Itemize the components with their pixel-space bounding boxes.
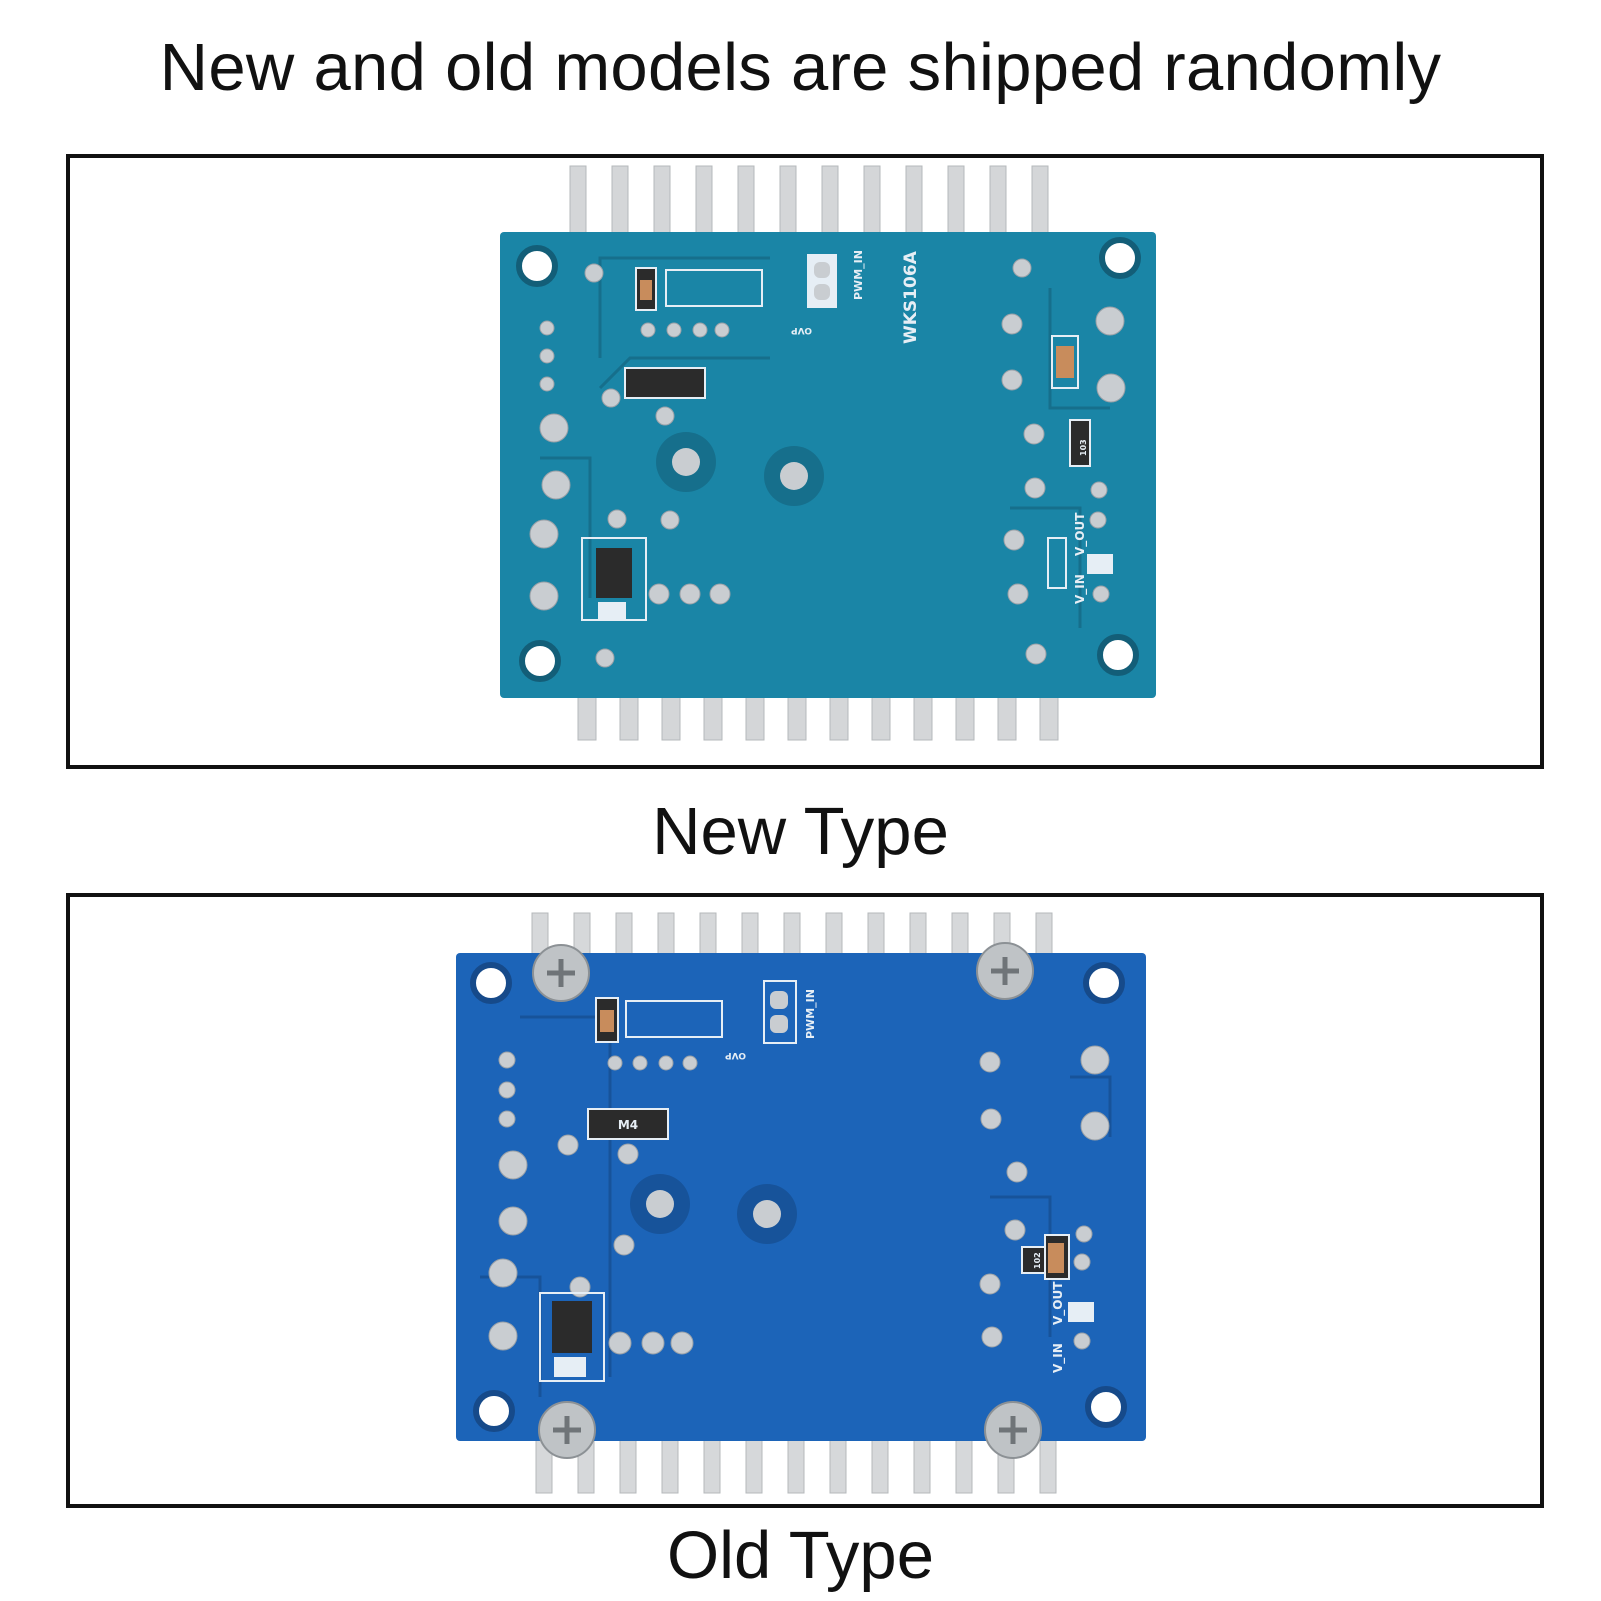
resistor-label: 102 <box>1033 1252 1042 1269</box>
new-type-caption: New Type <box>652 794 949 869</box>
pwm-label: PWM_IN <box>804 989 817 1039</box>
vout-label: V_OUT <box>1051 1281 1066 1325</box>
heatsink-fins-top <box>531 912 1053 964</box>
old-type-panel: M4 PWM_IN OVP V_IN V_OUT 102 <box>66 893 1544 1508</box>
pwm-label: PWM_IN <box>852 250 865 300</box>
new-type-board-image: WKS106A PWM_IN OVP V_IN V_OUT 103 <box>500 165 1156 741</box>
old-type-board-image: M4 PWM_IN OVP V_IN V_OUT 102 <box>456 912 1146 1494</box>
pcb <box>456 953 1146 1441</box>
resistor-label: 103 <box>1079 439 1088 456</box>
headline: New and old models are shipped randomly <box>159 30 1442 105</box>
heatsink-fins-bottom <box>535 1436 1057 1494</box>
vin-label: V_IN <box>1073 574 1088 604</box>
model-label: WKS106A <box>901 250 921 344</box>
screws <box>532 942 1042 1459</box>
heatsink-fins-top <box>569 165 1049 239</box>
vin-label: V_IN <box>1051 1343 1066 1373</box>
pcb <box>500 232 1156 698</box>
old-type-caption: Old Type <box>667 1518 934 1593</box>
new-type-panel: WKS106A PWM_IN OVP V_IN V_OUT 103 <box>66 154 1544 769</box>
heatsink-fins-bottom <box>577 687 1059 741</box>
ovp-label: OVP <box>791 325 812 335</box>
vout-label: V_OUT <box>1073 512 1088 556</box>
ovp-label: OVP <box>725 1050 746 1060</box>
chip-label: M4 <box>618 1118 638 1132</box>
